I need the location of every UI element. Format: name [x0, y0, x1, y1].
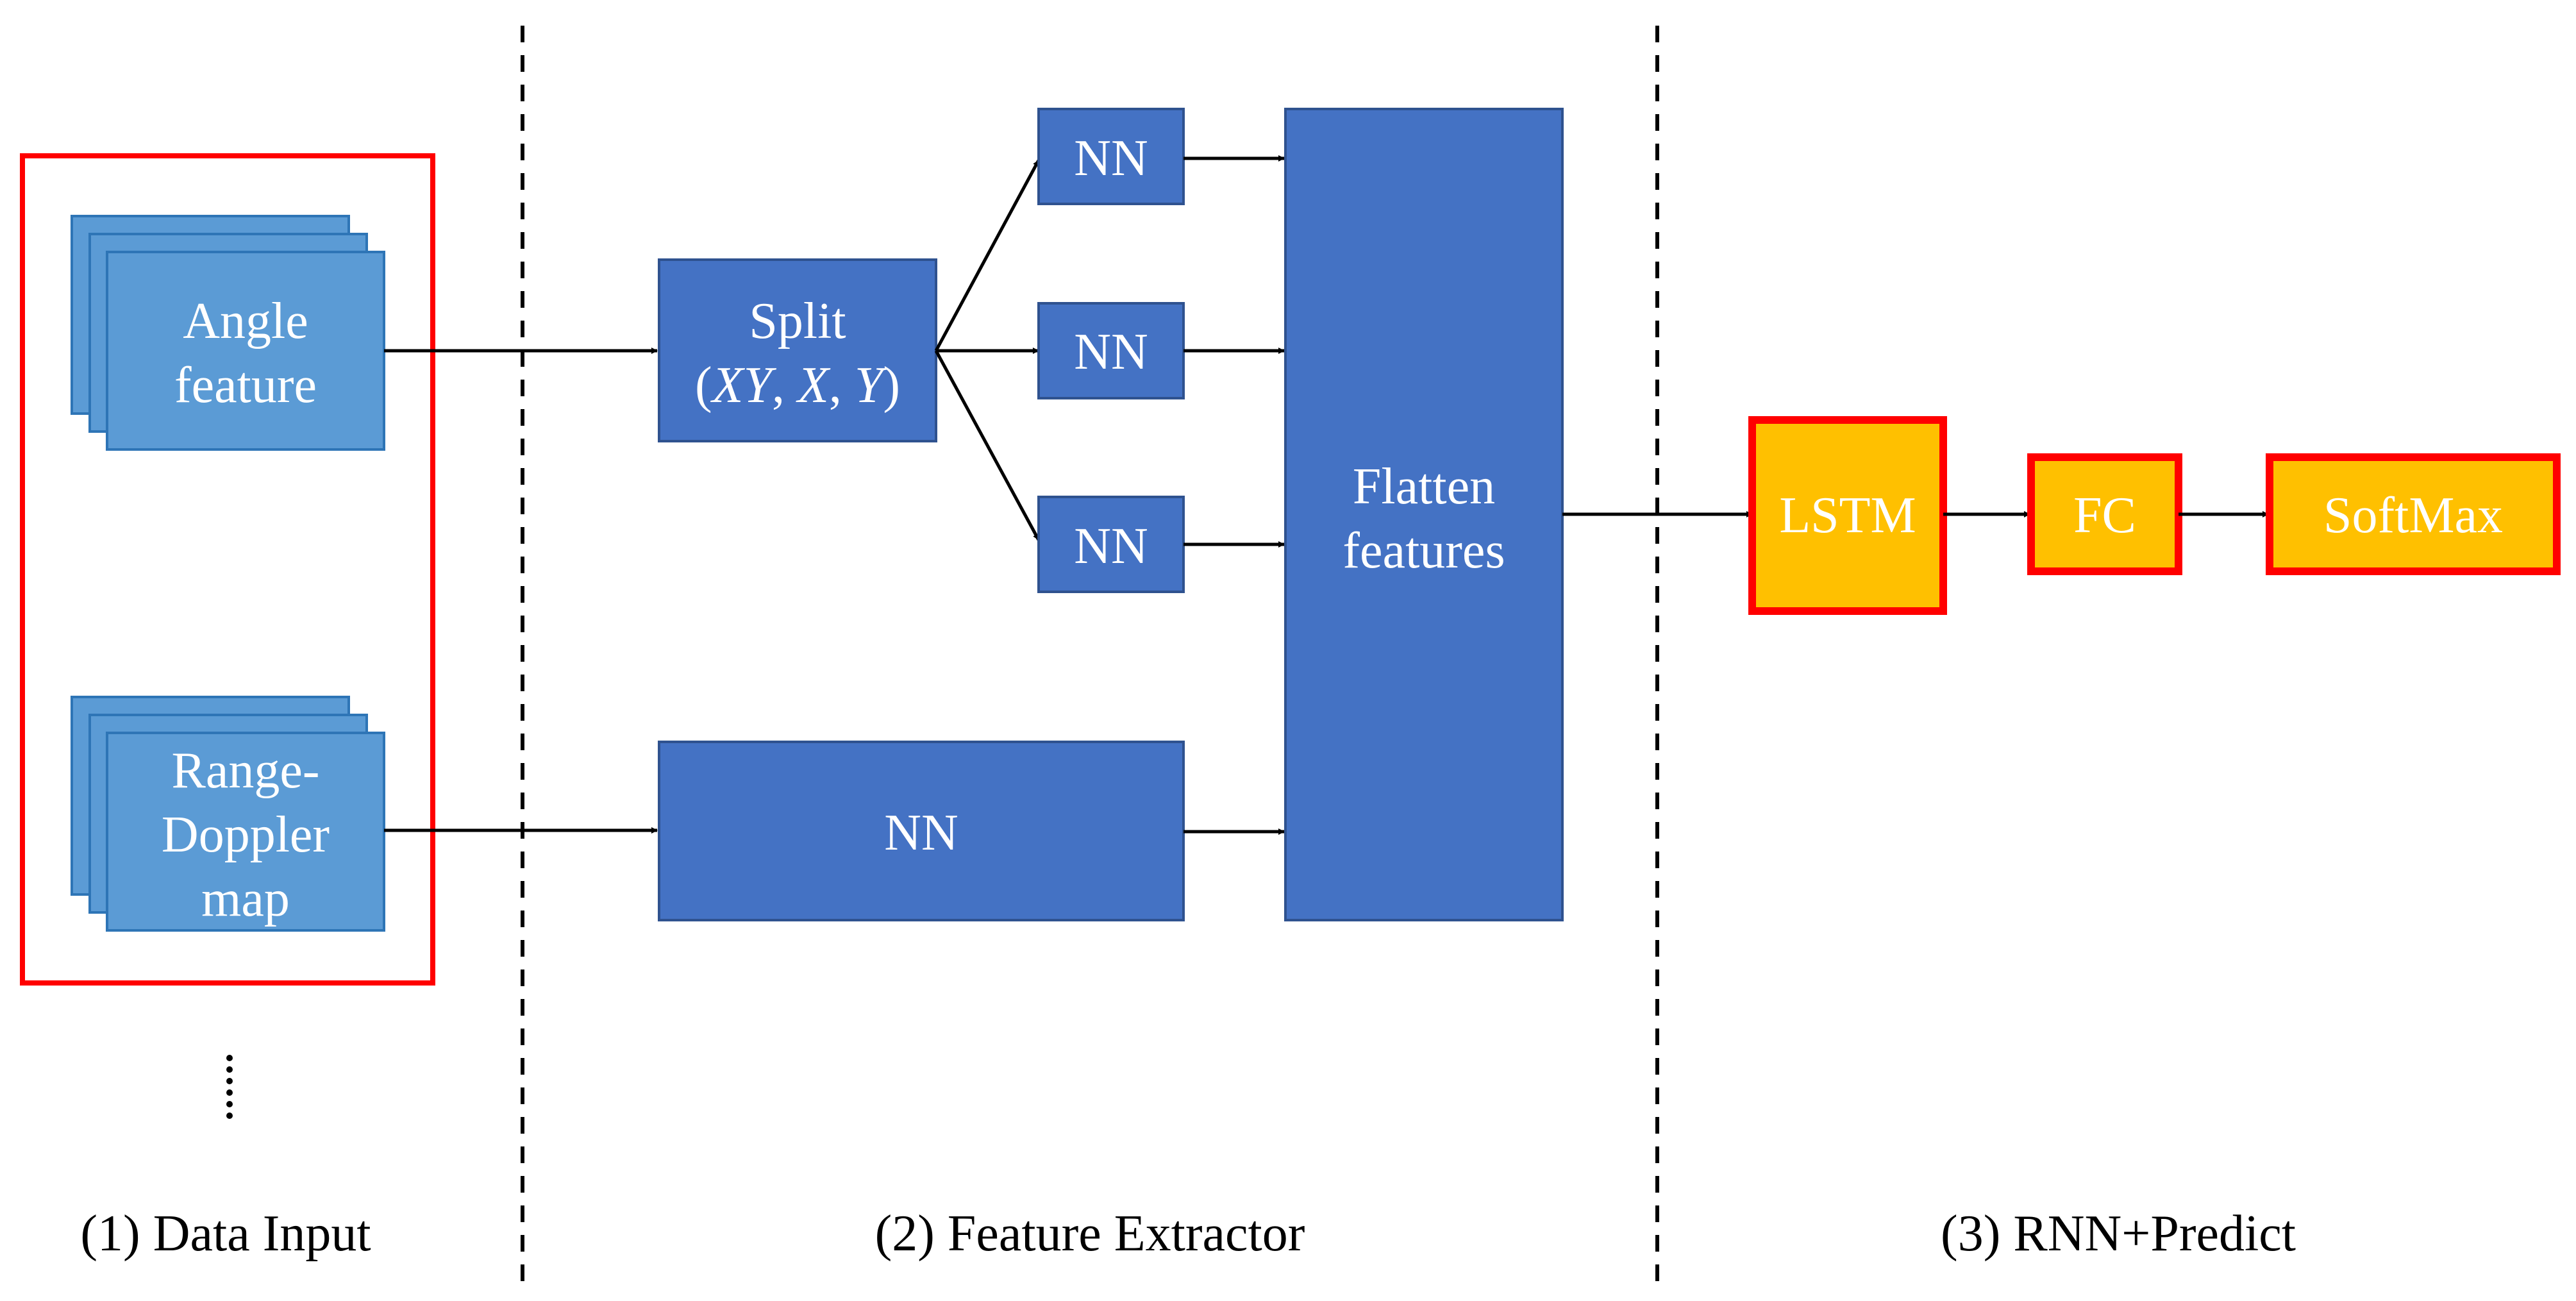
nn-bottom-label: NN	[1074, 518, 1148, 575]
split-label-line1: Split	[749, 293, 846, 349]
section-label-rnn-predict: (3) RNN+Predict	[1941, 1205, 2296, 1262]
softmax-label: SoftMax	[2323, 487, 2503, 544]
nn-top-label: NN	[1074, 130, 1148, 187]
section-label-data-input: (1) Data Input	[80, 1205, 371, 1262]
nn-wide-label: NN	[884, 805, 958, 861]
range-doppler-label-line3: map	[201, 871, 290, 927]
flatten-label-line1: Flatten	[1353, 458, 1495, 515]
flatten-label-line2: features	[1342, 523, 1505, 579]
range-doppler-stack: Range- Doppler map	[71, 696, 385, 932]
split-label-line2: (XY, X, Y)	[695, 357, 900, 414]
nn-box-wide	[658, 741, 1185, 921]
nn-box-top	[1037, 108, 1185, 205]
more-inputs-ellipsis	[226, 1055, 233, 1119]
flatten-features-box	[1284, 108, 1564, 921]
nn-mid-label: NN	[1074, 324, 1148, 380]
lstm-label: LSTM	[1779, 487, 1916, 544]
fc-box	[2027, 453, 2182, 575]
data-input-group-border	[20, 153, 435, 986]
section-label-feature-extractor: (2) Feature Extractor	[875, 1205, 1305, 1262]
angle-feature-label-line1: Angle	[183, 293, 308, 349]
arrow-split-to-nn-bottom	[934, 349, 1041, 541]
nn-box-bottom	[1037, 496, 1185, 593]
angle-feature-label-line2: feature	[174, 357, 317, 414]
arrow-split-to-nn-top	[934, 159, 1041, 352]
split-box	[658, 258, 937, 442]
nn-box-mid	[1037, 302, 1185, 399]
range-doppler-label-line2: Doppler	[162, 807, 330, 863]
softmax-box	[2266, 453, 2561, 575]
angle-feature-stack: Angle feature	[71, 215, 385, 451]
fc-label: FC	[2073, 487, 2136, 544]
range-doppler-label-line1: Range-	[171, 743, 319, 799]
